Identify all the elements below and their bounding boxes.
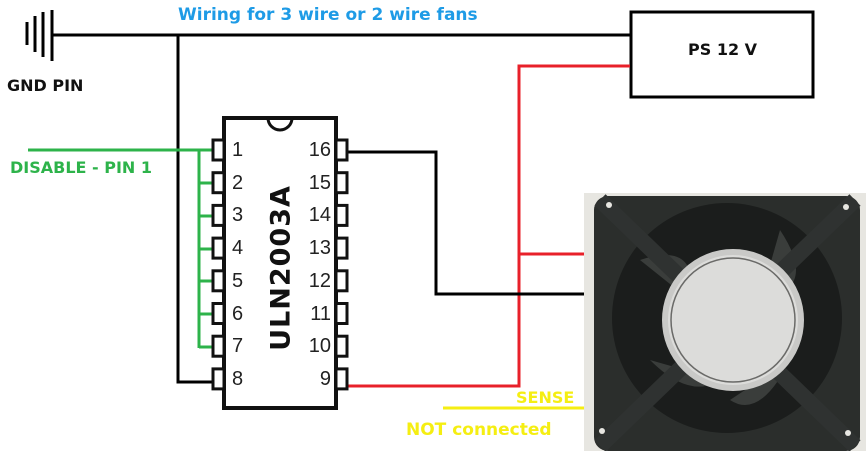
pin-number-label: 6 xyxy=(232,302,244,325)
chip-pin-10 xyxy=(334,334,349,358)
chip-pin-2 xyxy=(211,171,226,195)
pin-number-label: 5 xyxy=(232,269,244,292)
disable-wires xyxy=(28,148,215,349)
chip-pin-11 xyxy=(334,302,349,325)
pin-number-label: 15 xyxy=(308,171,331,194)
chip-pin-12 xyxy=(334,269,349,293)
pin-number-label: 12 xyxy=(308,269,331,292)
pin-number-label: 4 xyxy=(232,237,244,260)
ground-symbol-icon xyxy=(25,10,54,61)
pin-number-label: 14 xyxy=(308,204,331,227)
pin-number-label: 10 xyxy=(308,335,331,358)
chip-pin-1 xyxy=(211,138,226,162)
chip-pin-7 xyxy=(211,334,226,358)
pin16-fan-wire xyxy=(343,150,585,296)
power-supply-label: PS 12 V xyxy=(688,40,758,59)
power-supply-box xyxy=(629,10,815,99)
chip-name-label: ULN2003A xyxy=(265,185,297,351)
pin-number-label: 9 xyxy=(319,367,331,390)
diagram-title: Wiring for 3 wire or 2 wire fans xyxy=(178,5,478,25)
ground-wire-pin8 xyxy=(176,35,215,384)
chip-pin-13 xyxy=(334,236,349,260)
chip-uln2003a xyxy=(211,116,349,410)
pin-number-label: 13 xyxy=(308,237,331,260)
pin-number-label: 3 xyxy=(232,204,244,227)
chip-pin-3 xyxy=(211,203,226,227)
not-connected-label: NOT connected xyxy=(406,420,552,440)
pin-number-label: 2 xyxy=(232,171,244,194)
ground-pin-label: GND PIN xyxy=(7,76,84,95)
chip-pin-8 xyxy=(211,367,226,391)
chip-pin-4 xyxy=(211,236,226,260)
chip-pin-9 xyxy=(334,367,349,391)
pin-number-label: 16 xyxy=(308,139,331,161)
chip-pin-15 xyxy=(334,171,349,195)
pin-number-label: 11 xyxy=(310,302,331,325)
power-wire xyxy=(345,64,630,388)
chip-pin-6 xyxy=(211,302,226,325)
pin-number-label: 7 xyxy=(232,335,244,358)
pin-number-label: 8 xyxy=(232,367,244,390)
chip-pin-16 xyxy=(334,138,349,162)
chip-pin-5 xyxy=(211,269,226,293)
pin-number-label: 1 xyxy=(232,139,244,161)
disable-pin-label: DISABLE - PIN 1 xyxy=(10,158,153,177)
chip-pin-14 xyxy=(334,203,349,227)
fan-image xyxy=(584,193,866,451)
sense-label: SENSE xyxy=(516,388,575,407)
